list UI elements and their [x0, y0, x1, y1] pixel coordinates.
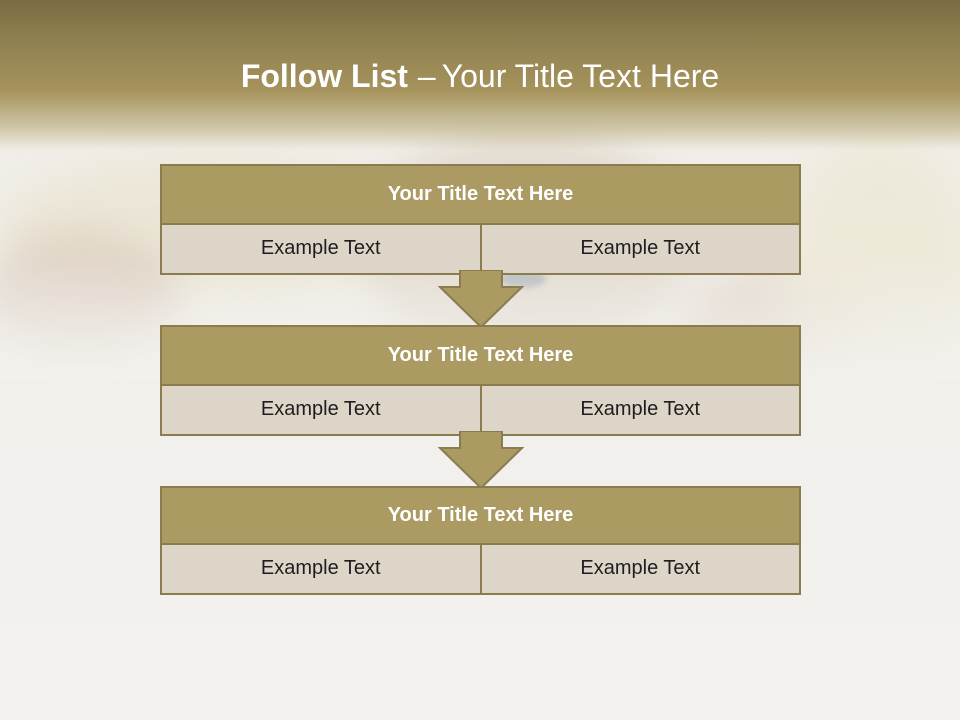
title-bold: Follow List — [240, 58, 408, 94]
step-cell-left: Example Text — [260, 557, 381, 579]
step-block-3: Your Title Text Here Example Text Exampl… — [160, 486, 801, 595]
step-title: Your Title Text Here — [162, 327, 799, 386]
step-cell-left: Example Text — [260, 237, 381, 259]
arrow-down-icon — [438, 270, 524, 328]
title-banner — [0, 0, 960, 150]
step-row: Example Text Example Text — [162, 545, 799, 593]
step-title: Your Title Text Here — [162, 488, 799, 545]
step-block-1: Your Title Text Here Example Text Exampl… — [160, 164, 801, 275]
arrow-down-icon — [438, 431, 524, 489]
step-title: Your Title Text Here — [162, 166, 799, 225]
title-rest: Your Title Text Here — [441, 58, 720, 94]
title-separator: – — [417, 58, 436, 94]
step-cell-right: Example Text — [479, 225, 800, 273]
step-row: Example Text Example Text — [162, 386, 799, 434]
step-row: Example Text Example Text — [162, 225, 799, 273]
step-cell-right: Example Text — [479, 386, 800, 434]
step-cell-left: Example Text — [260, 398, 381, 420]
step-block-2: Your Title Text Here Example Text Exampl… — [160, 325, 801, 436]
slide-title: Follow List–Your Title Text Here — [0, 52, 960, 100]
step-cell-right: Example Text — [479, 545, 800, 593]
